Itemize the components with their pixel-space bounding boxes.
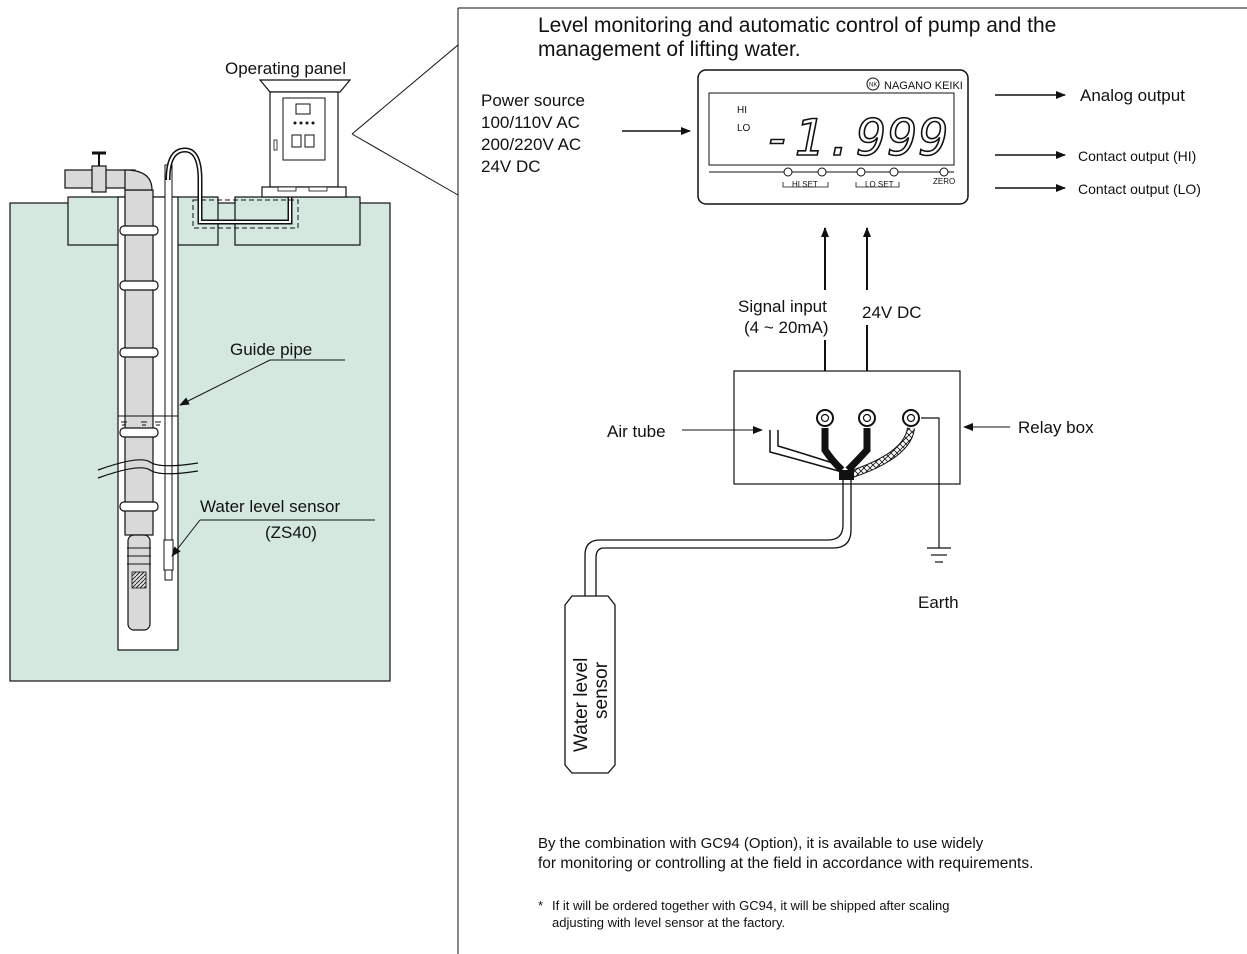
sensor-guide-pipe: [164, 164, 173, 581]
signal-input-label-1: Signal input: [738, 297, 827, 316]
pipe-clamps: [119, 225, 159, 512]
note-line-1: By the combination with GC94 (Option), i…: [538, 835, 984, 852]
water-level-sensor-body: [564, 595, 616, 774]
nagano-keiki-logo-icon: [866, 77, 880, 91]
relay-box-label: Relay box: [1018, 418, 1094, 437]
earth-wire: [921, 417, 940, 548]
zs40-sensor: [163, 539, 174, 571]
well-illustration: Operating panel Guide pipe Water level s…: [9, 59, 391, 682]
sensor-body-label-1: Water level: [571, 658, 592, 752]
footnote: * If it will be ordered together with GC…: [538, 897, 949, 931]
dc-supply-label: 24V DC: [862, 303, 922, 322]
well-water-body: [9, 202, 391, 682]
power-option-3: 24V DC: [481, 157, 541, 176]
relay-box: [733, 370, 961, 485]
brand-name: NAGANO KEIKI: [884, 80, 963, 92]
note-line-2: for monitoring or controlling at the fie…: [538, 855, 1034, 872]
combination-note: By the combination with GC94 (Option), i…: [538, 834, 1033, 874]
title-line-2: management of lifting water.: [538, 38, 801, 61]
footnote-mark: *: [538, 898, 544, 913]
water-level-sensor-label: Water level sensor: [200, 497, 340, 516]
air-tube: [769, 430, 843, 473]
setting-knobs: [783, 167, 949, 177]
lo-set-label: LO SET: [865, 180, 894, 189]
zero-label: ZERO: [933, 177, 955, 186]
earth-label: Earth: [918, 593, 959, 612]
operating-panel-enclosure: [258, 79, 352, 198]
lo-indicator: LO: [737, 123, 751, 134]
guide-pipe-label: Guide pipe: [230, 340, 312, 359]
digital-readout: -1.999: [763, 109, 950, 167]
hi-indicator: HI: [737, 105, 747, 116]
earth-symbol-icon: [927, 547, 951, 563]
sensor-model-label: (ZS40): [265, 523, 317, 542]
depth-break-lines: [97, 459, 199, 479]
title-line-1: Level monitoring and automatic control o…: [538, 14, 1056, 37]
power-source-label: Power source: [481, 91, 585, 110]
gc94-indicator: NK NAGANO KEIKI HI LO -1.999 HI SET LO S…: [697, 69, 969, 205]
panel-cable-duct: [192, 199, 299, 229]
power-option-2: 200/220V AC: [481, 135, 581, 154]
footnote-line-2: adjusting with level sensor at the facto…: [552, 915, 786, 930]
air-tube-label: Air tube: [607, 422, 666, 441]
power-option-1: 100/110V AC: [481, 113, 580, 132]
operating-panel-label: Operating panel: [225, 59, 346, 78]
contact-lo-label: Contact output (LO): [1078, 181, 1201, 197]
contact-hi-label: Contact output (HI): [1078, 148, 1196, 164]
logo-mark-text: NK: [869, 83, 877, 89]
sensor-body-label-2: sensor: [591, 661, 612, 719]
analog-output-label: Analog output: [1080, 86, 1185, 105]
hi-set-label: HI SET: [792, 180, 818, 189]
signal-input-label-2: (4 ~ 20mA): [744, 318, 829, 337]
footnote-line-1: If it will be ordered together with GC94…: [552, 898, 950, 913]
riser-pipe: [124, 189, 154, 536]
sensor-cable-lower: [584, 478, 852, 596]
